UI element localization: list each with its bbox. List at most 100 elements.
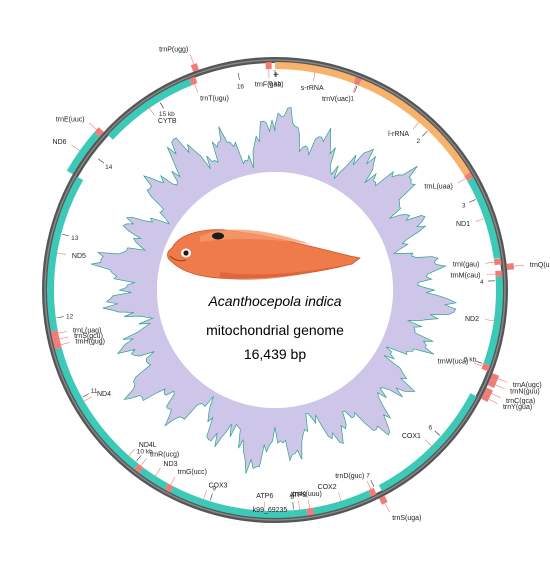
label-leader (338, 492, 342, 502)
feature-cytb (107, 78, 192, 140)
tick-label: 14 (105, 164, 113, 171)
feature-label: trnI(gau) (453, 262, 479, 269)
label-leader (484, 319, 495, 322)
feature-label: trnW(uca) (438, 358, 469, 365)
feature-trng-ucc- (164, 483, 174, 493)
label-leader (82, 396, 92, 402)
tick-label: 6 (428, 424, 432, 431)
feature-label: ND1 (456, 221, 470, 228)
feature-atp6 (234, 507, 294, 518)
species-name: Acanthocepola indica (208, 293, 342, 309)
feature-trnr-ucg- (134, 463, 144, 474)
feature-label: trnF(gaa) (255, 82, 284, 89)
label-leader (457, 177, 467, 184)
tick-label: 8 (291, 494, 295, 501)
label-leader (88, 122, 97, 130)
tick-label: 1 (350, 95, 354, 102)
feature-trnt-ugu- (189, 76, 198, 86)
tick-mark (370, 480, 375, 487)
feature-trnw-uca- (481, 363, 491, 372)
tick-label: 0 kb (269, 81, 282, 88)
feature-label: COX1 (402, 433, 421, 440)
feature-nd1 (467, 177, 501, 259)
fish-icon (167, 229, 361, 280)
feature-label: trnT(ugu) (200, 96, 229, 103)
feature-label: ND4L (139, 442, 157, 449)
feature-trnp-ugg- (190, 63, 200, 72)
feature-label: ND4 (97, 391, 111, 398)
tick-mark (56, 316, 64, 318)
label-leader (488, 398, 498, 404)
label-leader (148, 107, 155, 116)
tick-mark (237, 73, 240, 81)
label-leader (59, 342, 70, 346)
feature-label: ND6 (53, 139, 67, 146)
tick-label: 3 (462, 202, 466, 209)
tick-mark (82, 393, 90, 398)
gene-features (46, 62, 515, 518)
feature-trnf-gaa- (265, 62, 272, 70)
feature-s-rrna (275, 62, 356, 84)
tick-mark (354, 85, 358, 93)
feature-label: trnE(uuc) (56, 116, 85, 123)
feature-trnc-gca- (483, 387, 493, 397)
label-leader (497, 378, 508, 383)
tick-label: 13 (71, 235, 79, 242)
label-leader (424, 439, 433, 447)
feature-label: trnG(ucc) (178, 469, 207, 476)
tick-mark (136, 455, 142, 462)
gc-inner-disc (157, 172, 393, 408)
feature-trny-gua- (481, 393, 491, 402)
feature-nd6 (66, 131, 100, 175)
feature-trnd-guc- (368, 487, 377, 497)
feature-label: trnV(uac) (322, 96, 351, 103)
tick-label: 12 (66, 313, 74, 320)
tick-label: 5 kb (464, 357, 477, 364)
tick-label: 7 (366, 472, 370, 479)
feature-cox2 (312, 490, 372, 515)
tick-mark (98, 158, 105, 164)
feature-nd4 (54, 347, 120, 453)
label-leader (352, 83, 357, 93)
feature-label: trnA(ugc) (513, 382, 542, 389)
feature-trnh-gug- (53, 341, 62, 350)
feature-trnk-uuu- (306, 507, 314, 516)
feature-l-rrna (358, 79, 471, 176)
feature-atp8 (292, 508, 308, 518)
tick-mark (475, 360, 483, 364)
tick-mark (210, 493, 213, 501)
backbone-highlight (44, 59, 506, 521)
feature-nd2 (483, 276, 503, 366)
feature-trne-uuc- (94, 127, 104, 137)
origin-marker-icon: + (273, 70, 279, 81)
feature-label: trnN(guu) (510, 389, 540, 396)
genome-backbone (42, 57, 508, 523)
tick-label: 15 kb (159, 111, 175, 118)
label-leader (57, 331, 68, 334)
feature-label: s-rRNA (301, 85, 324, 92)
tick-mark (469, 199, 476, 203)
tick-mark (292, 502, 294, 510)
label-leader (312, 71, 316, 82)
label-leader (56, 252, 67, 255)
tick-label: 9 (212, 485, 216, 492)
label-leader (485, 261, 496, 264)
feature-trns-uga- (378, 495, 388, 505)
label-leader (193, 83, 199, 93)
feature-label: COX2 (318, 484, 337, 491)
tick-label: 11 (91, 388, 98, 395)
label-leader (412, 121, 420, 130)
tick-label: 10 kb (137, 448, 153, 455)
gc-outline (90, 106, 458, 474)
feature-label: trnL(uag) (73, 328, 101, 335)
feature-label: trnR(ucg) (150, 451, 179, 458)
contig-annotation: k99_69235 (253, 507, 288, 514)
feature-label: trnS(gcu) (74, 333, 103, 340)
feature-trnl-uag- (50, 330, 59, 338)
label-leader (71, 144, 80, 151)
label-leader (169, 476, 176, 486)
feature-label: trnL(uaa) (424, 183, 452, 190)
label-leader (366, 480, 372, 491)
feature-label: CYTB (158, 118, 177, 125)
